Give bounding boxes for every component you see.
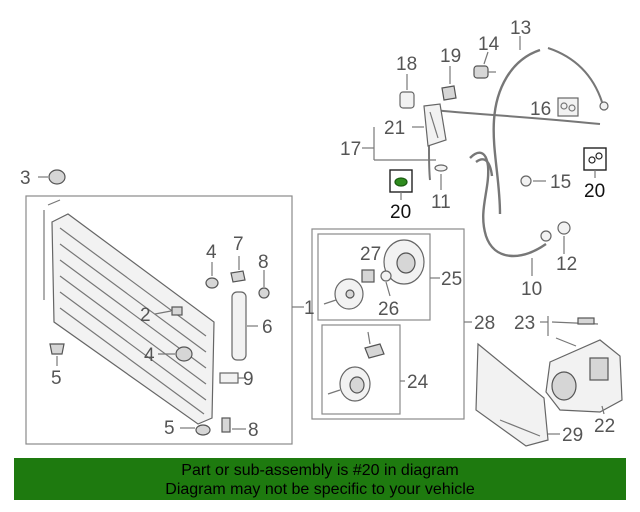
bracket-part-9[interactable] [219,372,239,384]
callout-3[interactable]: 3 [20,168,31,189]
plug-part-8b[interactable] [221,417,231,433]
line-part-17[interactable] [427,109,601,181]
banner-line-1: Part or sub-assembly is #20 in diagram [181,462,459,479]
hose-part-10[interactable] [469,151,552,258]
oring-kit-part-16[interactable] [557,97,579,117]
cap-part-3[interactable] [48,169,66,185]
callout-24[interactable]: 24 [407,372,429,393]
callout-1[interactable]: 1 [304,298,315,319]
callout-27[interactable]: 27 [360,244,381,265]
callout-8b[interactable]: 8 [248,420,259,441]
callout-18[interactable]: 18 [396,54,417,75]
callout-4a[interactable]: 4 [206,242,217,263]
oring-part-12[interactable] [557,221,571,235]
callout-12[interactable]: 12 [556,254,577,275]
callout-5a[interactable]: 5 [51,368,62,389]
bracket-part-2[interactable] [171,306,183,316]
callout-22[interactable]: 22 [594,416,615,437]
callout-2[interactable]: 2 [140,305,151,326]
compressor-group-box [311,228,465,420]
condenser-group-box [25,195,293,445]
callout-17[interactable]: 17 [340,139,361,160]
clip-part-7[interactable] [230,270,246,283]
parts-diagram: 1 2 3 4 4 5 5 6 7 8 8 9 10 11 12 13 14 1… [20,18,623,447]
bracket-part-21[interactable] [423,103,447,147]
callout-13[interactable]: 13 [510,18,531,39]
callout-16[interactable]: 16 [530,99,551,120]
plug-part-8a[interactable] [258,287,270,299]
bushing-part-4b[interactable] [175,346,193,362]
clip-part-19[interactable] [441,85,457,101]
coil-part-24[interactable] [339,366,371,402]
receiver-drier-part-6[interactable] [231,291,247,361]
callout-25[interactable]: 25 [441,269,462,290]
banner-line-2: Diagram may not be specific to your vehi… [165,481,475,498]
connector-part[interactable] [364,343,385,359]
callout-28[interactable]: 28 [474,313,495,334]
callout-26[interactable]: 26 [378,299,399,320]
callout-14[interactable]: 14 [478,34,500,55]
condenser-core[interactable] [43,199,215,425]
clutch-pulley-part[interactable] [383,239,425,285]
callout-20b[interactable]: 20 [584,181,605,202]
callout-5b[interactable]: 5 [164,418,175,439]
callout-6[interactable]: 6 [262,317,273,338]
shield-part-29[interactable] [475,342,549,447]
callout-23[interactable]: 23 [514,313,535,334]
callout-10[interactable]: 10 [521,279,542,300]
mount-part-5b[interactable] [195,424,211,436]
callout-20a[interactable]: 20 [390,202,411,223]
line-part-13[interactable] [492,47,609,215]
callout-29[interactable]: 29 [562,425,583,446]
bolt-part-23[interactable] [551,317,599,347]
clutch-group-box-25 [317,233,431,321]
snap-ring-part-26[interactable] [380,270,392,282]
sensor-part-14[interactable] [473,65,496,79]
compressor-part-22[interactable] [545,339,623,413]
callout-15[interactable]: 15 [550,172,571,193]
callout-7[interactable]: 7 [233,234,244,255]
pulley-group-box-24 [321,324,401,415]
shim-part-27[interactable] [361,269,375,283]
bushing-part-4a[interactable] [205,277,219,289]
oring-part-11[interactable] [434,164,448,172]
oring-part-15[interactable] [520,175,532,187]
callout-4b[interactable]: 4 [144,345,155,366]
callout-21[interactable]: 21 [384,118,405,139]
notice-banner: Part or sub-assembly is #20 in diagram D… [14,458,626,500]
callout-8a[interactable]: 8 [258,252,269,273]
clutch-plate-part[interactable] [334,278,364,310]
valve-part-18[interactable] [399,91,415,109]
callout-11[interactable]: 11 [431,192,451,213]
callout-9[interactable]: 9 [243,369,254,390]
part-20-oring-highlight[interactable] [394,177,408,187]
mount-part-5a[interactable] [49,343,65,355]
callout-19[interactable]: 19 [440,46,461,67]
